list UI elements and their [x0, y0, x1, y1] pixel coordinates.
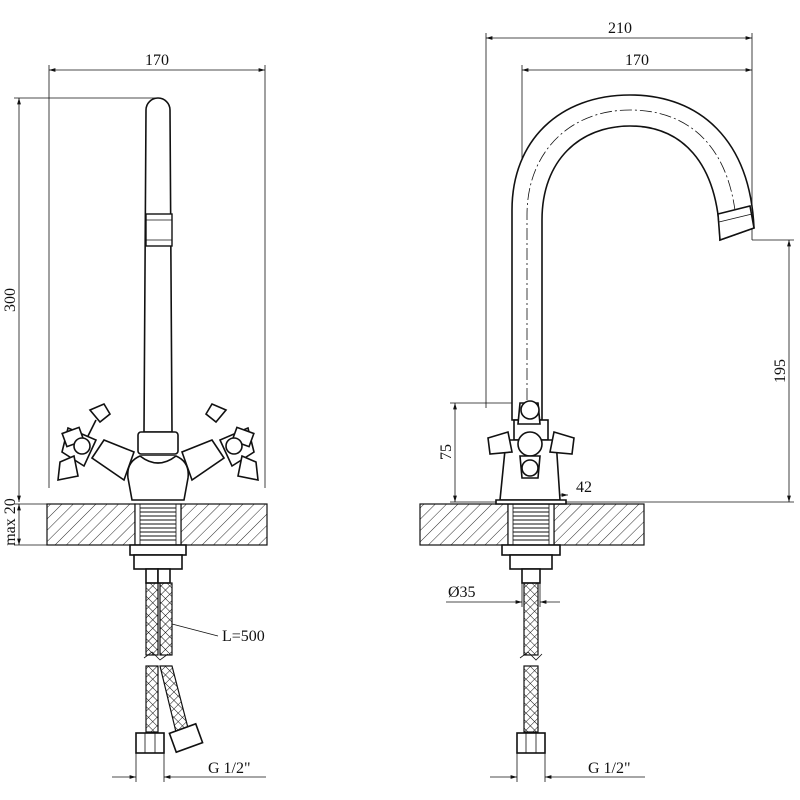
front-width-dimension: 170: [48, 52, 266, 488]
side-handle-height-label: 75: [438, 444, 455, 460]
side-diameter-dimension: Ø35: [446, 569, 560, 607]
front-view: 170 300 max 20: [2, 52, 268, 782]
side-base-label: 42: [576, 479, 592, 496]
side-handle-height-dimension: 75: [438, 402, 526, 503]
front-hose-length-callout: L=500: [171, 623, 265, 645]
side-spout-height-dimension: 195: [560, 239, 794, 503]
side-mounting-nut: [501, 544, 561, 556]
side-reach-label: 210: [608, 20, 632, 37]
front-width-label: 170: [145, 52, 169, 69]
side-spout: [511, 94, 755, 421]
side-mounting-nut-lower: [509, 554, 553, 570]
front-mounting-nut: [129, 544, 187, 556]
front-hoses: [135, 568, 204, 754]
side-thread-label: G 1/2": [588, 760, 631, 777]
side-spout-dimension: 170: [521, 52, 752, 170]
front-height-label: 300: [2, 288, 19, 312]
front-spout: [143, 97, 173, 433]
hose-length-label: L=500: [222, 628, 265, 645]
side-thread-dimension: G 1/2": [490, 753, 645, 782]
front-thread-label: G 1/2": [208, 760, 251, 777]
front-thread-dimension: G 1/2": [112, 753, 266, 782]
side-spout-label: 170: [625, 52, 649, 69]
side-diameter-label: Ø35: [448, 584, 476, 601]
front-body: [61, 426, 255, 501]
front-height-dimension: 300: [2, 97, 158, 502]
side-view: 210 170 195 75 42: [419, 20, 794, 782]
front-left-handle: [57, 402, 112, 481]
front-right-handle: [204, 402, 259, 481]
side-hose: [516, 568, 546, 754]
side-spout-height-label: 195: [772, 359, 789, 383]
side-handle: [487, 400, 575, 479]
front-mounting-nut-lower: [133, 554, 183, 570]
side-countertop: [419, 503, 645, 546]
front-counter-label: max 20: [2, 498, 19, 546]
front-counter-dimension: max 20: [2, 498, 48, 546]
front-countertop: [46, 503, 268, 546]
